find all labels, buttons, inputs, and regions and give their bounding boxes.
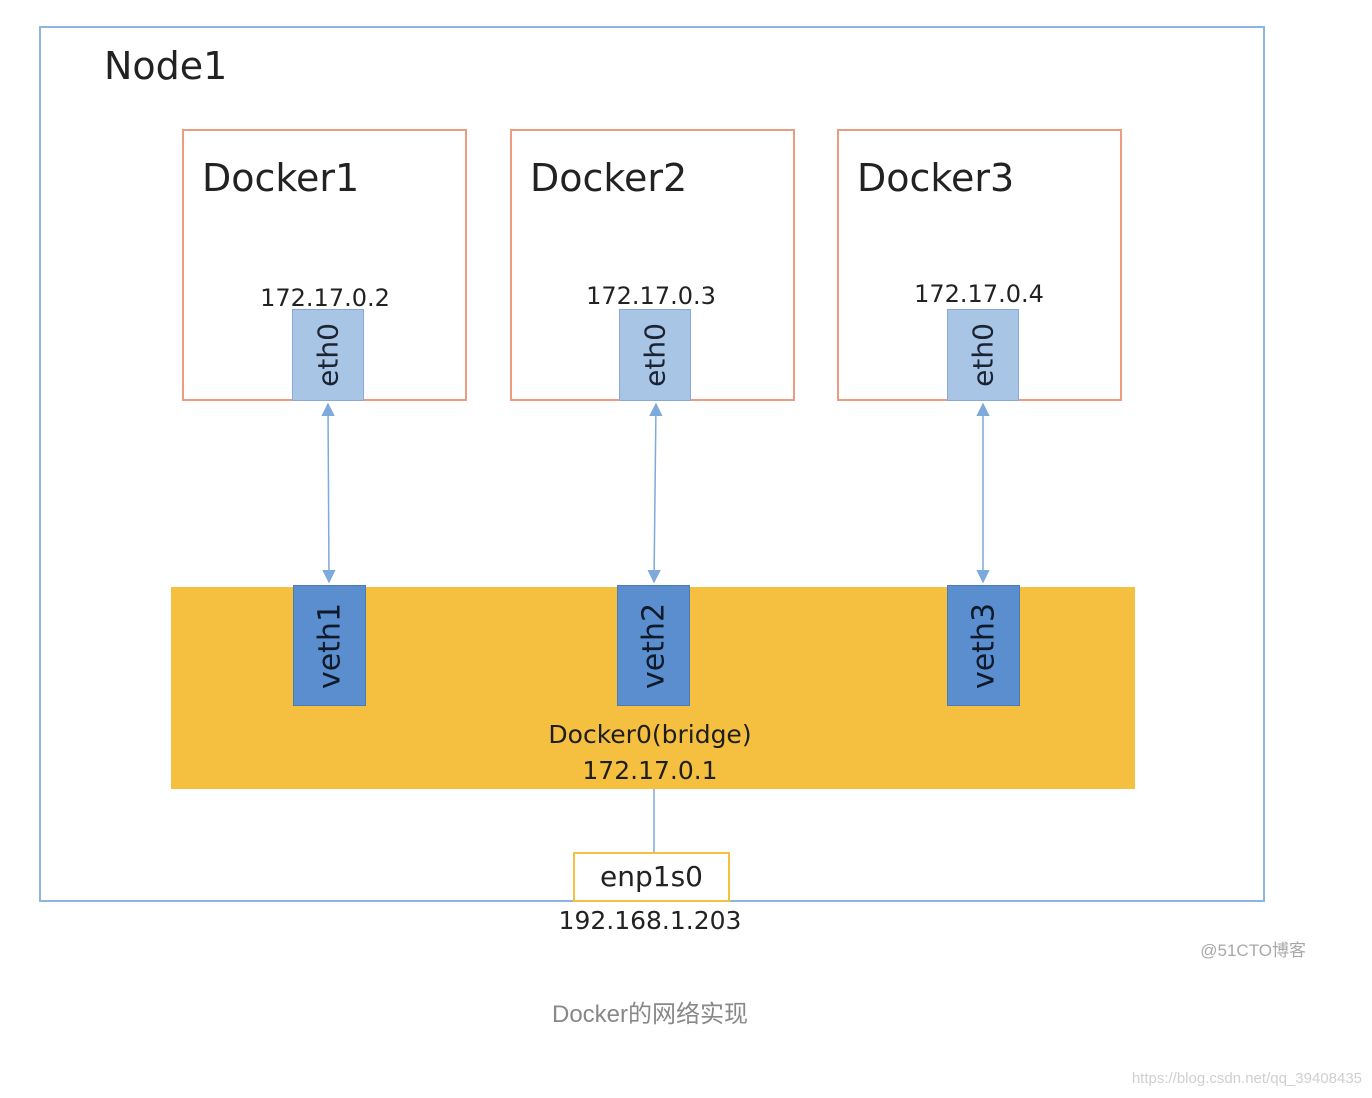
container-docker2-title: Docker2 [530, 156, 688, 200]
container-docker1-eth0: eth0 [292, 309, 364, 401]
link-docker1-veth1 [321, 402, 336, 584]
source-url: https://blog.csdn.net/qq_39408435 [1131, 1070, 1362, 1087]
container-docker3-ip: 172.17.0.4 [914, 280, 1044, 308]
veth3-interface: veth3 [947, 585, 1020, 706]
container-docker1-ip: 172.17.0.2 [260, 284, 390, 312]
watermark: @51CTO博客 [1200, 941, 1306, 960]
container-docker2-eth0: eth0 [619, 309, 691, 401]
container-docker1-title: Docker1 [202, 156, 360, 200]
figure-caption: Docker的网络实现 [551, 1001, 749, 1028]
veth1-interface: veth1 [293, 585, 366, 706]
veth2-interface: veth2 [617, 585, 690, 706]
host-nic-enp1s0: enp1s0 [573, 852, 730, 902]
link-docker2-veth2 [647, 402, 663, 584]
container-docker3-title: Docker3 [857, 156, 1015, 200]
container-docker3-eth0: eth0 [947, 309, 1019, 401]
container-docker2-ip: 172.17.0.3 [586, 282, 716, 310]
bridge-label: Docker0(bridge) [548, 720, 752, 749]
host-nic-ip: 192.168.1.203 [558, 906, 742, 935]
node-title: Node1 [104, 44, 228, 88]
bridge-ip: 172.17.0.1 [582, 756, 718, 785]
